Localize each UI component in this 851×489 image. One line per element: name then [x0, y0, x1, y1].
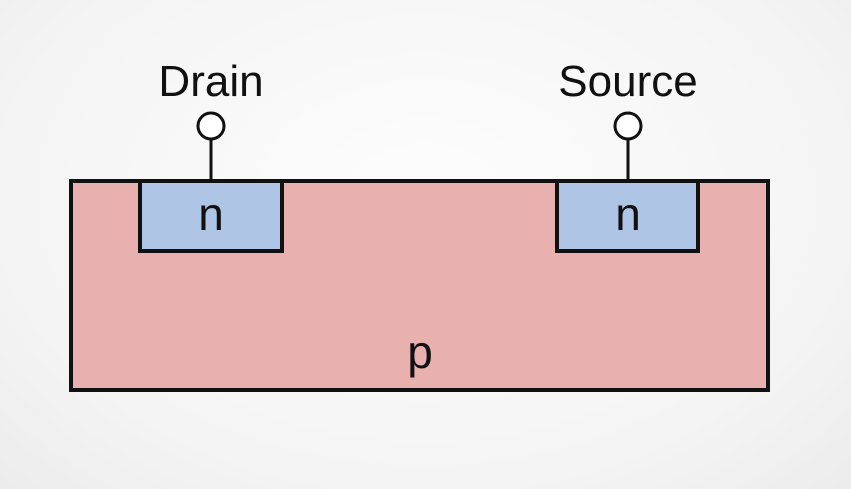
source-terminal-node	[613, 111, 643, 141]
drain-terminal-node	[196, 111, 226, 141]
drain-region-label: n	[198, 188, 224, 240]
source-label: Source	[558, 57, 697, 106]
drain-label: Drain	[158, 57, 263, 106]
source-region-label: n	[615, 188, 641, 240]
drain-n-region	[138, 179, 284, 253]
substrate-label: p	[407, 326, 433, 378]
